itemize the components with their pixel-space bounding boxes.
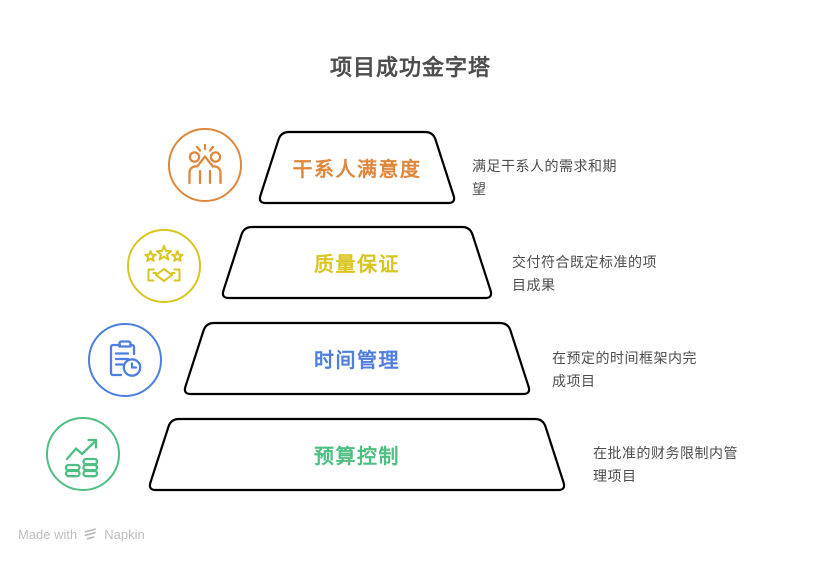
stars-handshake-icon <box>127 229 201 303</box>
pyramid-tier-shape: 预算控制 <box>145 416 569 493</box>
growth-chart-coins-icon <box>46 417 120 491</box>
high-five-people-icon <box>168 128 242 202</box>
napkin-logo-icon <box>84 528 97 540</box>
pyramid-tier-shape: 质量保证 <box>218 224 496 301</box>
pyramid-tier-shape: 时间管理 <box>180 320 534 397</box>
tier-description: 在批准的财务限制内管 理项目 <box>593 445 738 484</box>
made-with-napkin-attribution: Made with Napkin <box>18 527 145 542</box>
clipboard-clock-icon <box>88 323 162 397</box>
tier-label: 预算控制 <box>314 446 400 468</box>
pyramid-tier-shape: 干系人满意度 <box>255 129 459 206</box>
tier-description: 在预定的时间框架内完 成项目 <box>552 350 697 389</box>
page-title: 项目成功金字塔 <box>329 55 491 80</box>
tier-label: 时间管理 <box>314 350 400 372</box>
tier-label: 质量保证 <box>314 254 400 276</box>
made-with-label: Made with <box>18 527 78 542</box>
tier-description: 满足干系人的需求和期 望 <box>472 158 617 197</box>
tier-label: 干系人满意度 <box>292 159 422 181</box>
brand-label: Napkin <box>104 527 145 542</box>
tier-description: 交付符合既定标准的项 目成果 <box>512 254 657 293</box>
